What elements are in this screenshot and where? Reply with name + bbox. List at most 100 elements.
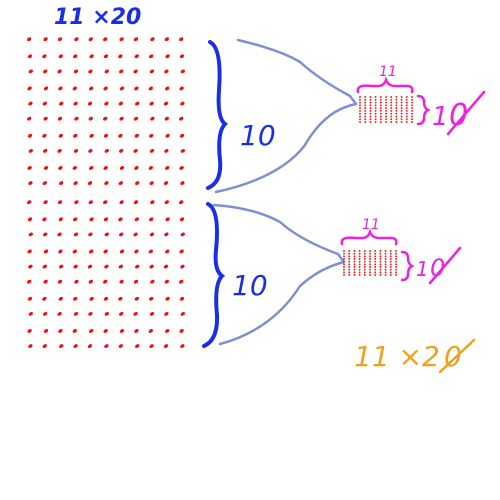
small-dot [353,263,356,266]
dot [179,54,185,59]
small-dot [379,258,382,260]
dot [28,264,33,269]
small-dot [369,271,371,274]
dot [88,279,93,284]
dot [118,101,123,106]
small-dot [369,121,372,123]
small-dot [374,109,377,112]
dot [149,148,155,153]
small-dot [400,101,403,104]
dot [43,69,48,74]
dot [28,69,33,74]
small-dot [390,118,393,121]
dot [58,249,63,254]
dot [150,279,155,284]
dot [43,200,48,205]
dot [27,166,32,170]
small-dot [343,250,345,252]
small-dot [411,112,413,115]
dot [87,264,93,269]
answer-cross-out-slash [438,338,476,374]
small-dot [363,252,366,255]
small-dot [369,115,372,118]
small-dot [405,121,408,123]
small-dot [390,121,393,123]
small-dot [379,96,382,98]
small-dot [405,118,408,121]
lower-brace [202,202,226,348]
dot [103,217,109,222]
dot [42,217,47,222]
small-dot [348,263,351,266]
dot [72,329,77,333]
small-dot [411,98,413,101]
lower-crossed-zero: 0 [430,254,445,282]
small-dot [379,101,382,104]
small-dot [384,271,387,274]
small-dot [369,268,371,271]
dot [27,279,32,284]
small-dot [390,98,393,101]
dot [42,101,47,106]
small-dot [359,112,361,115]
dot [27,329,32,333]
small-dot [385,104,387,107]
dot [88,232,93,237]
dot [72,166,77,170]
small-dot [363,258,366,260]
dot [104,69,109,74]
small-dot [363,263,366,266]
small-dot [405,101,408,104]
small-dot [343,268,345,271]
dot [43,311,48,316]
small-dot [374,250,377,252]
small-dot [389,266,392,268]
small-dot [374,115,377,118]
small-dot [389,271,392,274]
dot [149,217,154,222]
dot [103,133,109,138]
dot [42,181,47,186]
dot [179,329,184,333]
small-dot [374,268,377,271]
dot [179,86,184,91]
dot [118,54,123,59]
dot [59,181,64,186]
dot [58,296,63,301]
small-dot [374,101,377,104]
small-dot [363,274,366,276]
dot [148,86,153,91]
lower-side-brace [400,250,415,282]
dot [43,116,48,121]
dot [43,279,48,284]
dot [149,69,155,74]
small-dot [364,112,367,115]
small-dot [405,96,408,98]
dot [118,344,123,349]
dot [57,116,63,121]
small-dot [374,252,377,255]
small-dot [390,101,393,104]
dot [119,200,124,205]
small-dot [379,252,382,255]
dot [27,54,33,59]
small-dot [364,104,367,107]
small-dot [363,250,366,252]
dot [27,37,32,42]
small-dot [353,260,356,263]
small-dot [369,118,372,121]
small-dot [364,109,367,112]
dot [42,344,47,349]
small-dot [395,266,397,268]
small-dot [400,121,403,123]
small-dot [379,109,382,112]
small-dot [389,258,392,260]
small-dot [379,98,382,101]
small-dot [374,104,377,107]
upper-cross-out-slash [446,90,486,136]
dot [165,296,170,301]
dot [148,249,153,254]
small-dot [374,107,377,110]
small-dot [411,118,413,121]
dot [133,200,139,205]
